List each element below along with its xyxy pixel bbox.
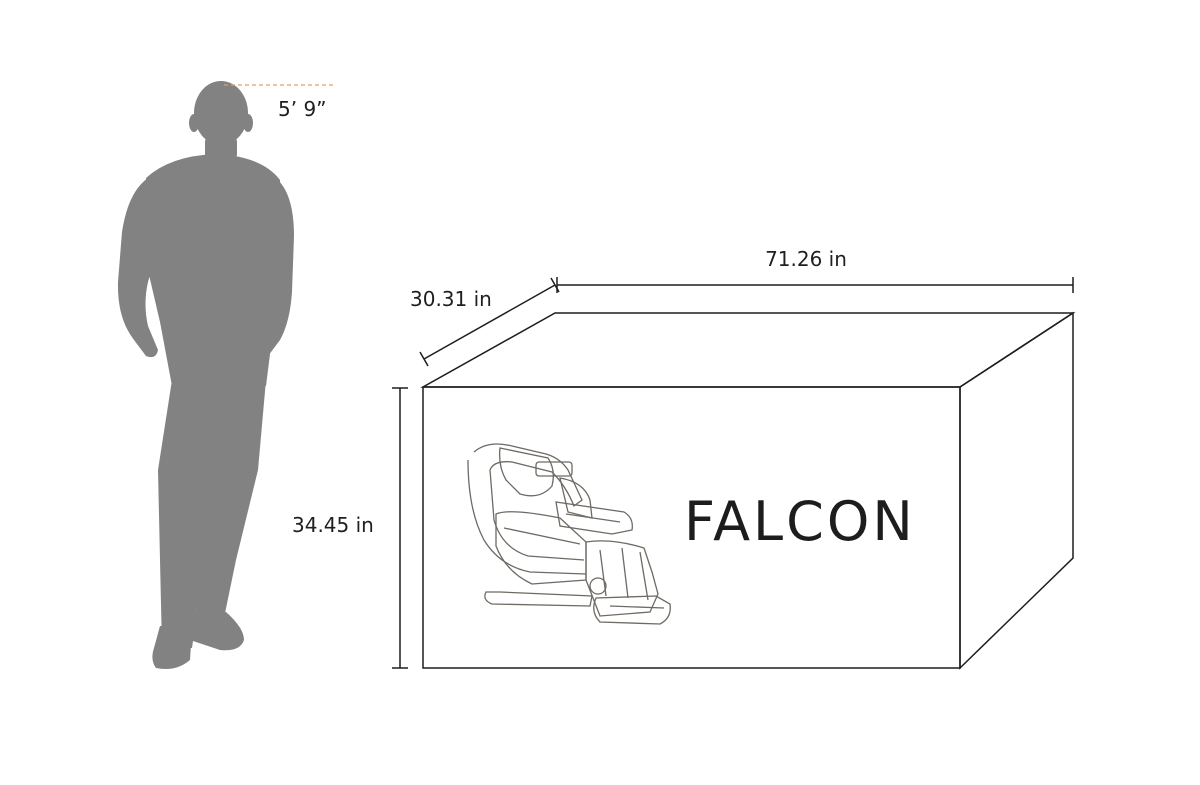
person-head bbox=[194, 81, 248, 145]
brand-name: FALCON bbox=[684, 490, 916, 553]
width-dimension bbox=[556, 277, 1074, 293]
height-dimension bbox=[392, 387, 408, 669]
height-label: 34.45 in bbox=[292, 513, 374, 537]
person-silhouette bbox=[117, 81, 294, 669]
person-right-arm bbox=[258, 180, 294, 358]
massage-chair-icon bbox=[467, 443, 671, 625]
shipping-box bbox=[420, 311, 1076, 670]
depth-label: 30.31 in bbox=[410, 287, 492, 311]
person-left-shoe bbox=[152, 626, 192, 669]
person-right-shoe bbox=[190, 612, 244, 651]
person-height-label: 5’ 9” bbox=[278, 97, 327, 121]
person-right-leg bbox=[196, 380, 266, 622]
box-top-face bbox=[420, 312, 1076, 388]
depth-dimension bbox=[419, 277, 560, 367]
width-label: 71.26 in bbox=[765, 247, 847, 271]
person-left-arm bbox=[117, 178, 162, 358]
person-torso bbox=[146, 154, 284, 386]
box-front-face bbox=[422, 386, 961, 669]
box-side-face bbox=[959, 311, 1074, 670]
